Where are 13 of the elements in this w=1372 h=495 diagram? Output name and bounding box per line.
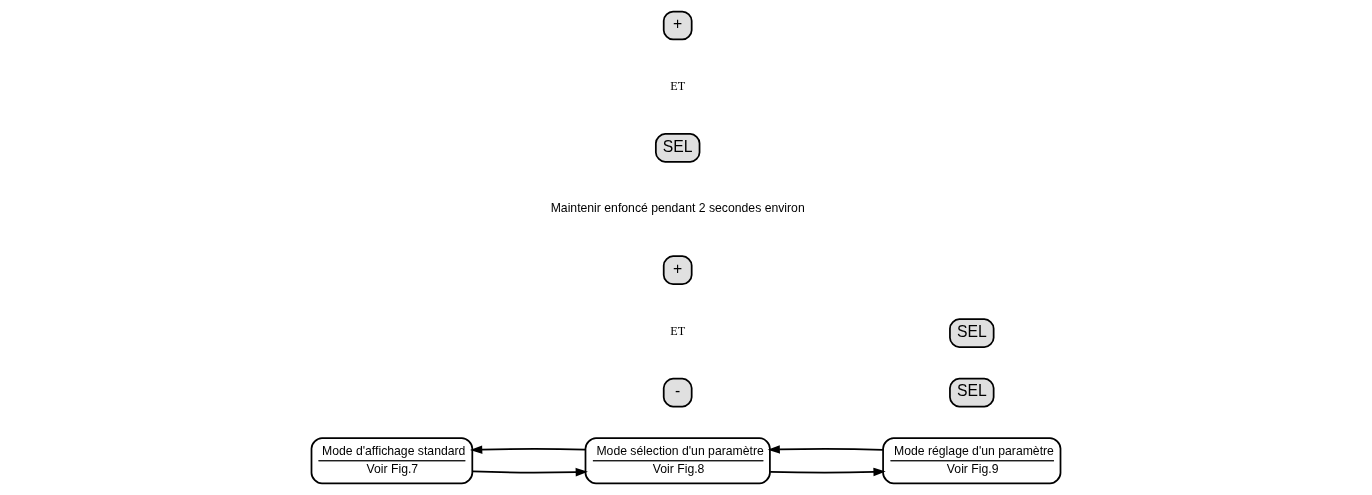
arrow xyxy=(470,445,587,454)
arrow xyxy=(471,467,588,477)
node-box: Mode réglage d'un paramètre Voir Fig.9 xyxy=(882,437,1062,485)
label: ET xyxy=(670,78,686,93)
label: Maintenir enfoncé pendant 2 secondes environ xyxy=(550,201,805,216)
arrow xyxy=(767,445,884,454)
label: ET xyxy=(670,323,686,338)
node-box: SEL xyxy=(654,133,701,163)
node-box: Mode d'affichage standard Voir Fig.7 xyxy=(310,437,474,485)
node-box: Mode sélection d'un paramètre Voir Fig.8 xyxy=(584,437,771,485)
node-box: SEL xyxy=(949,318,995,348)
node-box: SEL xyxy=(949,377,995,408)
arrow xyxy=(769,467,886,477)
